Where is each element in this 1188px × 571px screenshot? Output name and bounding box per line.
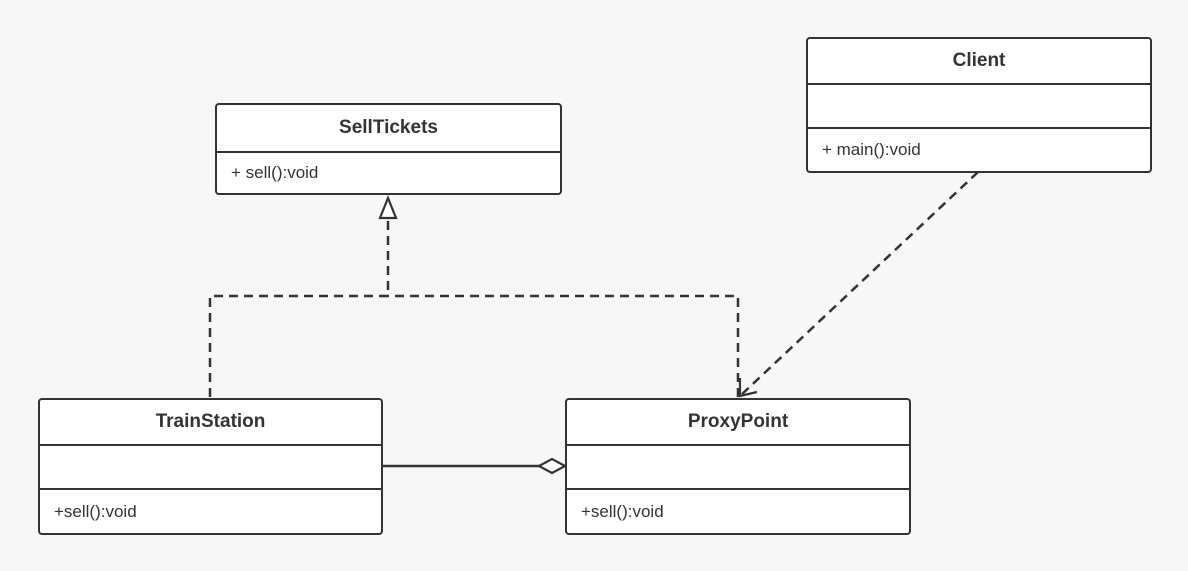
class-name-proxypoint: ProxyPoint [567, 400, 909, 446]
method-client-main: + main():void [822, 140, 921, 159]
realization-line-trainstation [208, 218, 390, 397]
dependency-arrowhead [738, 378, 758, 398]
class-box-client[interactable]: Client + main():void [806, 37, 1152, 173]
class-name-client: Client [808, 39, 1150, 85]
method-proxypoint-sell: +sell():void [581, 501, 664, 521]
method-selltickets-sell: + sell():void [231, 163, 319, 182]
dependency-line [739, 171, 979, 397]
attributes-proxypoint [567, 446, 909, 490]
realization-line-proxypoint [388, 294, 740, 397]
class-box-trainstation[interactable]: TrainStation +sell():void [38, 398, 383, 535]
class-name-selltickets: SellTickets [217, 105, 560, 153]
class-box-proxypoint[interactable]: ProxyPoint +sell():void [565, 398, 911, 535]
aggregation-diamond [536, 457, 568, 475]
realization-arrowhead [378, 195, 398, 220]
class-box-selltickets[interactable]: SellTickets + sell():void [215, 103, 562, 195]
attributes-trainstation [40, 446, 381, 490]
method-trainstation-sell: +sell():void [54, 501, 137, 521]
class-name-trainstation: TrainStation [40, 400, 381, 446]
attributes-client [808, 85, 1150, 129]
